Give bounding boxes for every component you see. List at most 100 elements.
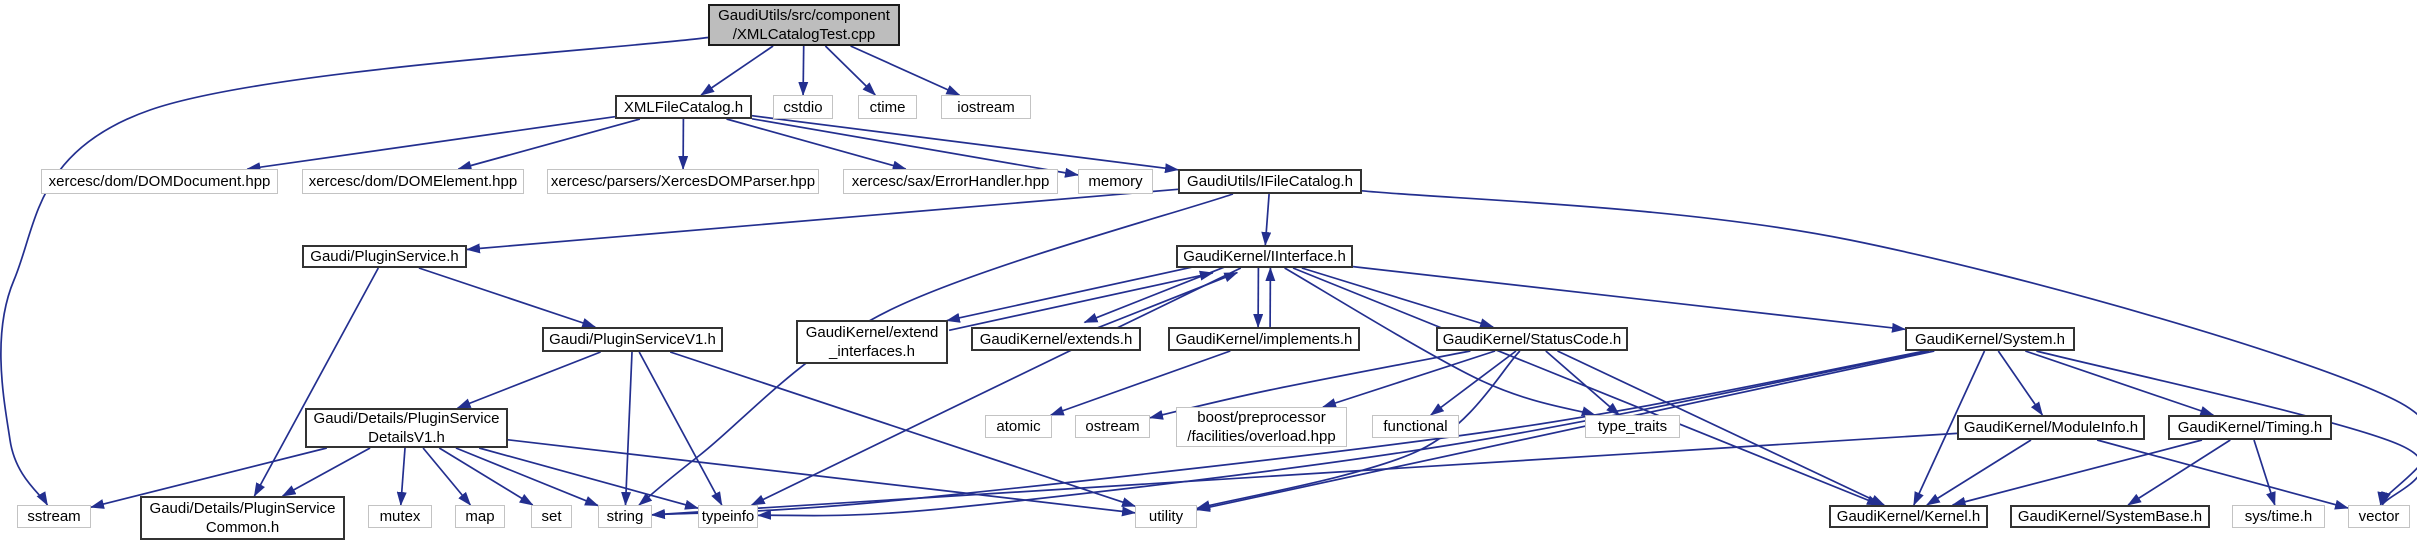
node-domelement[interactable]: xercesc/dom/DOMElement.hpp: [302, 169, 524, 194]
node-label-line: Gaudi/PluginServiceV1.h: [549, 331, 716, 348]
node-pluginservice[interactable]: Gaudi/PluginService.h: [302, 245, 467, 268]
node-label-line: GaudiKernel/IInterface.h: [1183, 248, 1346, 265]
node-label-line: /XMLCatalogTest.cpp: [732, 26, 876, 43]
edge-moduleinfo-to-vector: [2096, 439, 2349, 510]
node-iostream[interactable]: iostream: [941, 95, 1031, 119]
node-cstdio[interactable]: cstdio: [773, 95, 833, 119]
edge-system-to-utility: [1196, 350, 1935, 512]
node-label-line: Common.h: [205, 519, 280, 536]
node-errorhandler[interactable]: xercesc/sax/ErrorHandler.hpp: [843, 169, 1058, 194]
edge-root-to-ctime: [824, 45, 877, 96]
node-mutex[interactable]: mutex: [368, 505, 432, 528]
edge-ifilecatalog-to-pluginservice: [466, 188, 1179, 254]
node-label-line: boost/preprocessor: [1197, 409, 1326, 426]
edge-system-to-vector: [2036, 350, 2417, 506]
node-system[interactable]: GaudiKernel/System.h: [1905, 327, 2075, 351]
node-typeinfo[interactable]: typeinfo: [698, 505, 758, 528]
node-atomic[interactable]: atomic: [985, 415, 1052, 438]
node-systembase[interactable]: GaudiKernel/SystemBase.h: [2010, 505, 2210, 528]
node-sstream[interactable]: sstream: [17, 505, 91, 528]
edge-system-to-kernel: [1913, 350, 1986, 506]
node-label-line: GaudiKernel/StatusCode.h: [1442, 330, 1622, 348]
edge-ifilecatalog-to-iinterface: [1261, 193, 1272, 246]
edge-xmlfilecatalog-to-memory: [751, 117, 1079, 178]
edge-detailsv1-to-sstream: [90, 447, 328, 509]
edge-system-to-string: [651, 350, 1926, 520]
node-label-line: memory: [1088, 173, 1143, 190]
edge-statuscode-to-boost: [1322, 350, 1496, 408]
node-memory[interactable]: memory: [1078, 169, 1153, 194]
edge-system-to-moduleinfo: [1997, 350, 2044, 416]
node-extends[interactable]: GaudiKernel/extends.h: [971, 327, 1141, 351]
edge-pluginservicev1-to-detailsv1: [456, 351, 601, 409]
node-iinterface[interactable]: GaudiKernel/IInterface.h: [1176, 245, 1353, 268]
node-systime[interactable]: sys/time.h: [2232, 505, 2325, 528]
edge-detailsv1-to-map: [422, 447, 472, 506]
edge-moduleinfo-to-string: [651, 432, 1958, 519]
node-map[interactable]: map: [455, 505, 505, 528]
node-moduleinfo[interactable]: GaudiKernel/ModuleInfo.h: [1957, 415, 2145, 440]
edge-statuscode-to-typetraits: [1545, 350, 1621, 416]
node-label-line: GaudiKernel/implements.h: [1175, 330, 1353, 348]
node-set[interactable]: set: [531, 505, 572, 528]
node-label-line: sys/time.h: [2244, 508, 2313, 525]
edge-timing-to-kernel: [1951, 439, 2203, 507]
edge-iinterface-to-system: [1352, 265, 1906, 333]
node-label-line: GaudiUtils/src/component: [718, 7, 890, 24]
node-label-line: GaudiKernel/SystemBase.h: [2017, 508, 2203, 525]
node-label-line: sstream: [27, 508, 81, 525]
node-label-line: xercesc/dom/DOMDocument.hpp: [48, 173, 271, 190]
node-timing[interactable]: GaudiKernel/Timing.h: [2168, 415, 2332, 440]
node-boost[interactable]: boost/preprocessor/facilities/overload.h…: [1176, 407, 1347, 447]
edge-implements-to-atomic: [1049, 350, 1231, 416]
edge-detailsv1-to-common: [281, 447, 371, 497]
node-label-line: type_traits: [1597, 418, 1668, 435]
node-label-line: ostream: [1085, 418, 1140, 435]
node-label-line: map: [465, 508, 495, 525]
edge-system-to-typeinfo: [757, 350, 1930, 520]
node-vector[interactable]: vector: [2348, 505, 2410, 528]
node-label-line: xercesc/dom/DOMElement.hpp: [308, 173, 518, 190]
node-label-line: GaudiKernel/extend: [805, 324, 939, 341]
node-statuscode[interactable]: GaudiKernel/StatusCode.h: [1436, 327, 1628, 351]
node-extendinterfaces[interactable]: GaudiKernel/extend _interfaces.h: [796, 320, 948, 364]
node-label-line: Gaudi/Details/PluginService: [149, 500, 336, 517]
edge-detailsv1-to-mutex: [396, 447, 407, 506]
node-pluginservicev1[interactable]: Gaudi/PluginServiceV1.h: [542, 327, 723, 352]
node-typetraits[interactable]: type_traits: [1585, 415, 1680, 438]
node-kernel[interactable]: GaudiKernel/Kernel.h: [1829, 505, 1988, 528]
node-label-line: typeinfo: [701, 508, 755, 525]
node-label-line: XMLFileCatalog.h: [623, 98, 744, 116]
edge-detailsv1-to-utility: [507, 438, 1136, 517]
node-functional[interactable]: functional: [1372, 415, 1459, 438]
node-string[interactable]: string: [598, 505, 652, 528]
edge-xmlfilecatalog-to-errorhandler: [726, 118, 907, 171]
edge-pluginservice-to-common: [253, 267, 380, 497]
node-ifilecatalog[interactable]: GaudiUtils/IFileCatalog.h: [1178, 169, 1362, 194]
node-xmlfilecatalog[interactable]: XMLFileCatalog.h: [615, 95, 752, 119]
node-root[interactable]: GaudiUtils/src/component/XMLCatalogTest.…: [708, 4, 900, 46]
node-label-line: ctime: [869, 98, 906, 116]
edge-system-to-timing: [2025, 350, 2215, 416]
edge-ifilecatalog-to-vector: [1361, 189, 2417, 506]
edge-root-to-iostream: [850, 45, 961, 96]
node-utility[interactable]: utility: [1135, 505, 1197, 528]
node-ostream[interactable]: ostream: [1075, 415, 1150, 438]
edge-timing-to-systime: [2253, 439, 2276, 506]
node-xercesdomparser[interactable]: xercesc/parsers/XercesDOMParser.hpp: [547, 169, 819, 194]
node-label-line: GaudiKernel/extends.h: [979, 330, 1133, 348]
edge-iinterface-to-typetraits: [1284, 267, 1596, 417]
edge-iinterface-to-statuscode: [1301, 267, 1495, 328]
node-label-line: Gaudi/PluginService.h: [310, 248, 459, 265]
edge-pluginservicev1-to-string: [621, 351, 633, 506]
node-label-line: _interfaces.h: [829, 343, 915, 360]
node-domdocument[interactable]: xercesc/dom/DOMDocument.hpp: [41, 169, 278, 194]
node-ctime[interactable]: ctime: [858, 95, 917, 119]
node-implements[interactable]: GaudiKernel/implements.h: [1168, 327, 1360, 351]
edge-detailsv1-to-string: [455, 447, 599, 507]
edge-xmlfilecatalog-to-domelement: [457, 118, 641, 171]
